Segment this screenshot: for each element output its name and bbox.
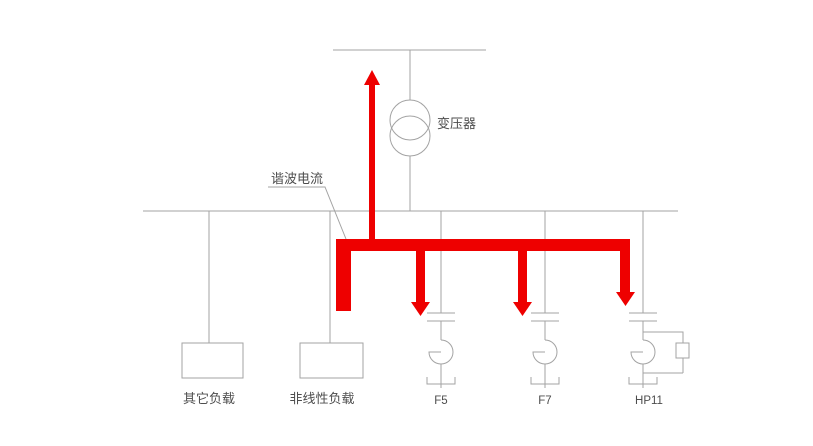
hp11-ground-symbol [628, 377, 658, 385]
filter-hp11-label: HP11 [635, 395, 663, 407]
transformer-secondary-winding [389, 115, 431, 157]
diagram-labels: 变压器 谐波电流 其它负载 非线性负载 F5 F7 HP11 [183, 116, 663, 407]
harmonic-current-label: 谐波电流 [271, 171, 323, 186]
nonlinear-loads-label: 非线性负载 [289, 391, 354, 406]
other-loads-box [181, 342, 244, 379]
harmonic-down-arrow-f5 [411, 250, 430, 316]
filter-f7-label: F7 [538, 395, 551, 407]
hp11-capacitor-symbol [629, 312, 657, 322]
hp11-parallel-loop-top [643, 331, 684, 343]
f5-reactor-symbol [428, 339, 454, 365]
harmonic-down-arrow-hp11 [616, 250, 635, 306]
hp11-resistor-symbol [675, 342, 690, 359]
f5-ground-symbol [426, 377, 456, 385]
up-arrowhead-icon [364, 70, 380, 85]
other-loads-label: 其它负载 [183, 391, 235, 406]
f7-reactor-symbol [532, 339, 558, 365]
hp11-reactor-symbol [630, 339, 656, 365]
filter-f5-label: F5 [434, 395, 447, 407]
harmonic-up-arrow [364, 70, 380, 240]
nonlinear-loads-box [299, 342, 364, 379]
filter-hp11-symbol [628, 211, 690, 388]
filter-f5-symbol [426, 211, 456, 388]
down-arrowhead-icon-hp11 [616, 292, 635, 306]
transformer-primary-winding [389, 99, 431, 141]
harmonic-label-leader-line [268, 186, 347, 240]
harmonic-source-riser [336, 239, 351, 311]
filter-f7-symbol [530, 211, 560, 388]
harmonic-current-flow [336, 70, 635, 316]
harmonic-flow-bar [336, 239, 630, 251]
harmonic-down-arrow-f7 [513, 250, 532, 316]
f7-ground-symbol [530, 377, 560, 385]
f7-capacitor-symbol [531, 312, 559, 322]
transformer-symbol [389, 99, 431, 157]
f5-capacitor-symbol [427, 312, 455, 322]
circuit-lines [143, 49, 690, 388]
down-arrowhead-icon-f7 [513, 302, 532, 316]
transformer-label: 变压器 [437, 116, 476, 131]
down-arrowhead-icon-f5 [411, 302, 430, 316]
